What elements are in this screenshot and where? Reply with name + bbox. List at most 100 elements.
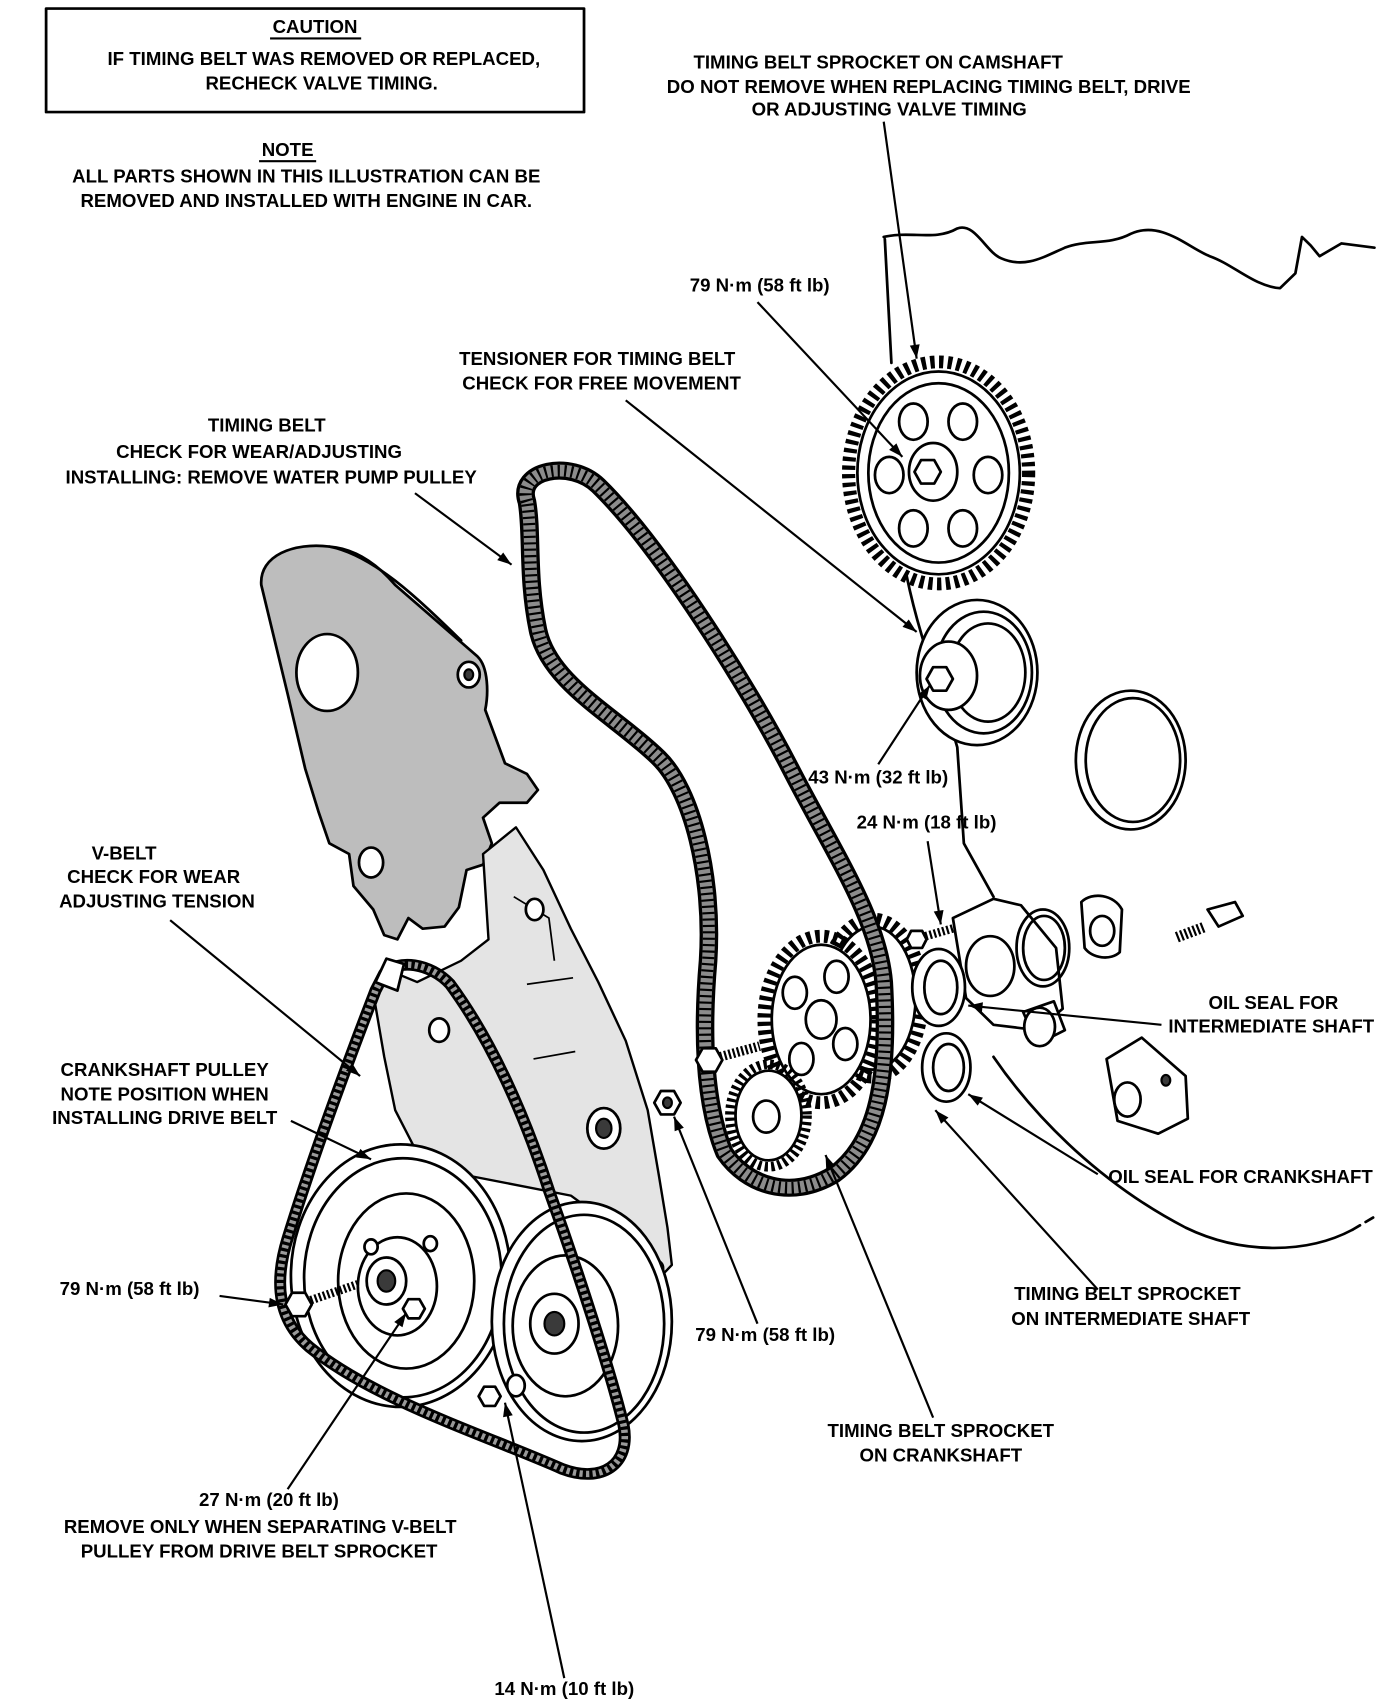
oil-pump-cover-dot — [1160, 1073, 1172, 1087]
crankshaft-pulley-face — [336, 1192, 476, 1370]
callout-line: TIMING BELT SPROCKET ON CAMSHAFT — [693, 52, 1063, 73]
intermediate-shaft-nut — [652, 1089, 683, 1116]
o-ring-inner — [1021, 914, 1067, 982]
crankshaft-pulley — [289, 1143, 512, 1409]
crankshaft-sprocket-teeth — [725, 1059, 812, 1172]
cap-bore — [1088, 914, 1116, 948]
intermediate-oil-seal-inner — [922, 959, 959, 1016]
intermediate-sprocket-hole — [823, 959, 850, 995]
callout-crankshaft-sprocket: TIMING BELT SPROCKET ON CRANKSHAFT — [828, 1420, 1055, 1465]
crankshaft-timing-sprocket — [725, 1059, 812, 1172]
seal-ring-outer — [1074, 689, 1187, 831]
callout-flange-bolt-torque: 24 N·m (18 ft lb) — [857, 812, 997, 833]
callout-line: ON CRANKSHAFT — [859, 1445, 1022, 1466]
plate-bolt-top — [427, 1017, 451, 1044]
note-line: ALL PARTS SHOWN IN THIS ILLUSTRATION CAN… — [72, 166, 540, 187]
leader-intermediate-bolt — [673, 1116, 759, 1325]
arrowhead — [356, 1148, 372, 1160]
note-block: NOTE ALL PARTS SHOWN IN THIS ILLUSTRATIO… — [72, 139, 540, 211]
arrowhead — [394, 1313, 407, 1328]
callout-line: OIL SEAL FOR — [1209, 992, 1339, 1013]
pulley-separating-bolt — [401, 1297, 427, 1320]
callout-intermediate-bolt-torque: 79 N·m (58 ft lb) — [695, 1324, 835, 1345]
camshaft-sprocket-bolt — [913, 458, 943, 485]
leader-pulley-plate-bolt — [503, 1402, 566, 1679]
crankshaft-pulley-hub-core — [376, 1269, 397, 1293]
callout-line: TIMING BELT — [208, 415, 327, 436]
callout-line: CHECK FOR FREE MOVEMENT — [462, 373, 741, 394]
leader-oil-seal-crankshaft — [967, 1093, 1099, 1176]
caution-box: CAUTION IF TIMING BELT WAS REMOVED OR RE… — [44, 7, 586, 114]
crankshaft-sprocket-bolt — [694, 1041, 761, 1074]
plate-bolt-head — [477, 1385, 502, 1408]
upper-cover-hole — [295, 632, 360, 713]
idler-pulley-hub — [595, 1117, 613, 1140]
leader-crankshaft-sprocket — [824, 1154, 935, 1419]
rear-plate-rib-3 — [513, 895, 556, 961]
flange-bolt-head — [905, 929, 928, 950]
callout-tensioner: TENSIONER FOR TIMING BELT CHECK FOR FREE… — [459, 348, 742, 393]
callout-pulley-plate-bolt-torque: 14 N·m (10 ft lb) — [494, 1678, 634, 1699]
callout-line: INSTALLING DRIVE BELT — [52, 1107, 278, 1128]
v-belt — [274, 957, 631, 1480]
drive-shaft-stub-end — [1022, 1006, 1057, 1048]
camshaft-seal-ring — [1074, 689, 1187, 831]
camshaft-sprocket-hole — [897, 508, 930, 548]
arrowhead — [935, 1110, 949, 1124]
callout-line: REMOVE ONLY WHEN SEPARATING V-BELT — [64, 1516, 457, 1537]
camshaft-sprocket-hole — [972, 455, 1004, 495]
v-belt-bracket-tab — [374, 957, 406, 992]
intermediate-shaft-parts — [905, 894, 1245, 1048]
callout-oil-seal-crankshaft: OIL SEAL FOR CRANKSHAFT — [1108, 1166, 1373, 1187]
callout-intermediate-sprocket: TIMING BELT SPROCKET ON INTERMEDIATE SHA… — [1011, 1283, 1251, 1328]
camshaft-sprocket-teeth — [842, 355, 1036, 591]
leader-oil-seal-intermediate — [968, 1004, 1162, 1026]
camshaft-sprocket-hole — [947, 402, 979, 442]
seal-ring-inner — [1084, 696, 1182, 824]
arrowhead — [497, 552, 512, 565]
callout-line: TIMING BELT SPROCKET — [828, 1420, 1055, 1441]
arrowhead — [918, 685, 930, 700]
callout-oil-seal-intermediate: OIL SEAL FOR INTERMEDIATE SHAFT — [1168, 992, 1375, 1036]
intermediate-sprocket-hole — [781, 975, 809, 1011]
callout-crankshaft-pulley: CRANKSHAFT PULLEY NOTE POSITION WHEN INS… — [52, 1059, 278, 1128]
upper-cover-tab-hole — [357, 846, 385, 879]
crankshaft-oil-seal-inner — [931, 1042, 966, 1093]
upper-timing-cover — [259, 544, 540, 941]
intermediate-sprocket-hub — [804, 998, 838, 1041]
leader-camshaft-bolt — [756, 301, 904, 458]
camshaft-sprocket-hole — [897, 402, 930, 442]
note-line: REMOVED AND INSTALLED WITH ENGINE IN CAR… — [80, 190, 532, 211]
arrowhead — [345, 1063, 361, 1077]
arrowhead — [909, 344, 920, 359]
crankshaft-sprocket-hub — [751, 1099, 781, 1134]
drive-pulley-hub-core — [543, 1310, 566, 1337]
bolt-head — [694, 1046, 724, 1074]
callout-line: ADJUSTING TENSION — [59, 891, 255, 912]
drive-belt-sprocket-pulley — [490, 1200, 674, 1443]
callout-line: 27 N·m (20 ft lb) — [199, 1489, 339, 1510]
timing-belt-tensioner — [915, 598, 1039, 747]
camshaft-sprocket-hole — [873, 455, 905, 495]
arrowhead — [825, 1155, 836, 1170]
engine-bottom-curve-dashed — [1351, 1213, 1380, 1232]
leader-v-belt — [169, 919, 361, 1077]
callout-line: NOTE POSITION WHEN — [61, 1084, 269, 1105]
leader-camshaft-sprocket — [882, 121, 918, 359]
flange-bolt-shank — [924, 922, 961, 941]
drive-pulley-outer — [490, 1200, 674, 1443]
crank-pulley-bolt — [284, 1280, 360, 1318]
leader-tensioner-bolt — [877, 684, 931, 765]
flange-bore — [964, 934, 1016, 998]
intermediate-sprocket-hole — [831, 1026, 859, 1062]
crankshaft-pulley-bolt-hole — [363, 1238, 380, 1256]
arrowhead — [268, 1297, 284, 1308]
plug-bolt-cap — [1206, 900, 1245, 928]
callout-line: ON INTERMEDIATE SHAFT — [1011, 1308, 1251, 1329]
callout-crank-bolt-torque: 79 N·m (58 ft lb) — [60, 1278, 200, 1299]
o-ring — [1015, 908, 1071, 988]
callout-line: CHECK FOR WEAR — [67, 866, 240, 887]
callout-line: V-BELT — [92, 843, 158, 864]
arrowhead — [889, 443, 903, 457]
